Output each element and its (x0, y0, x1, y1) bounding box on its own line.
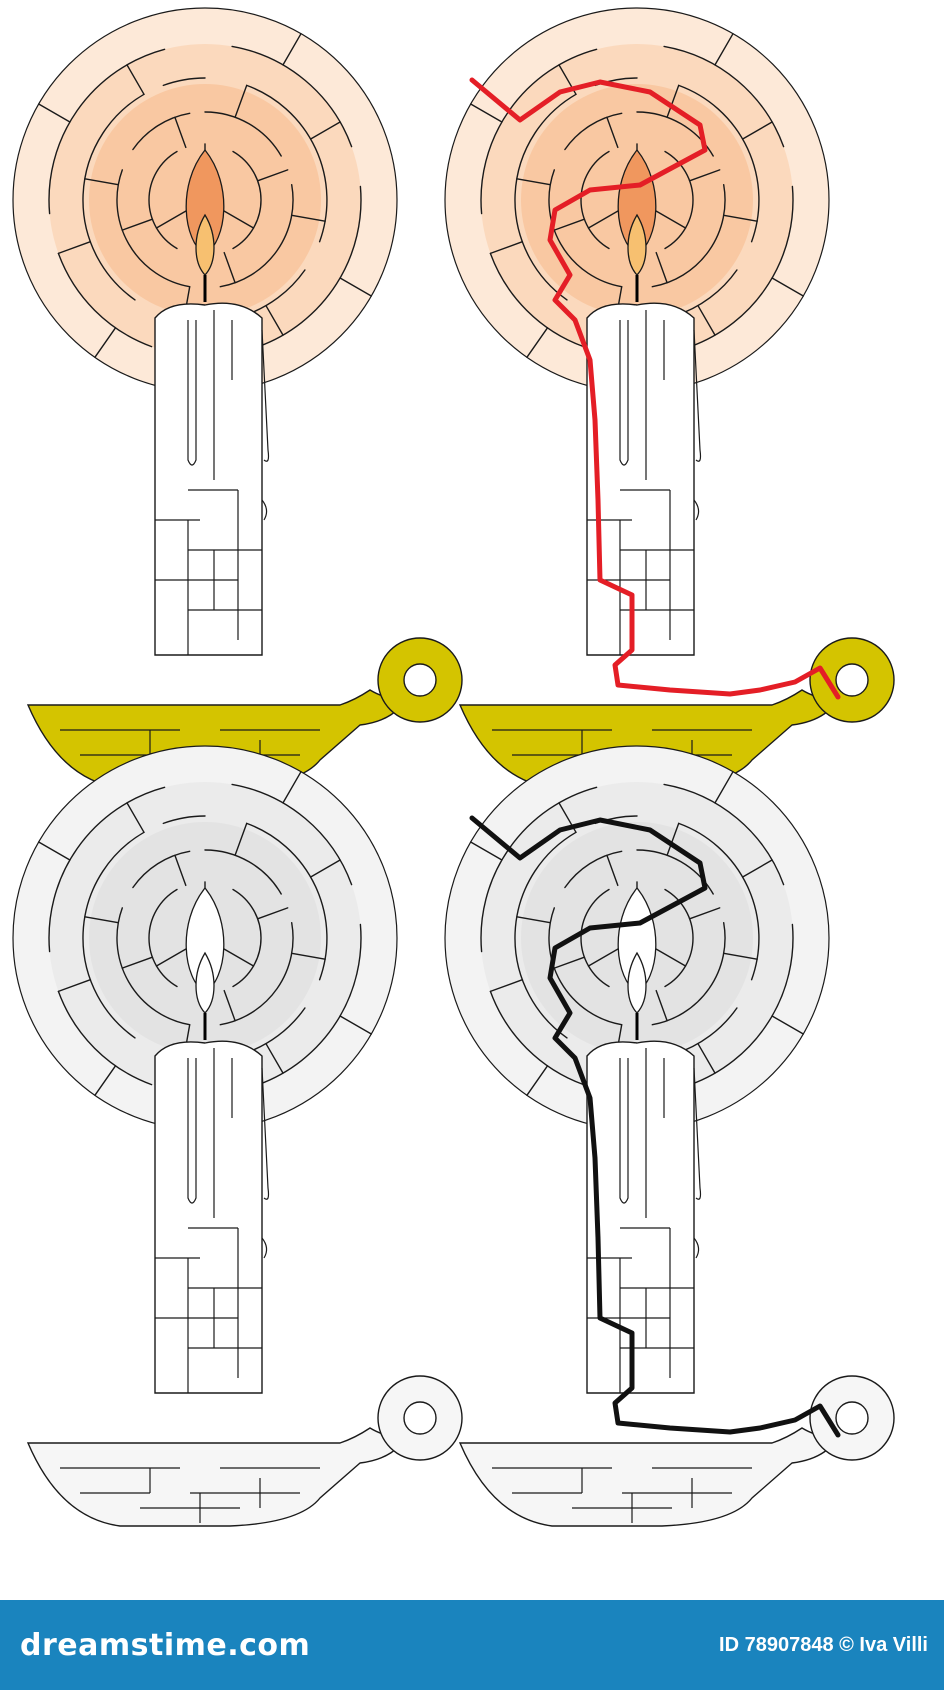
maze-gray-unsolved (12, 745, 463, 1527)
holder-dish (26, 1427, 411, 1527)
candle-body (586, 302, 695, 656)
maze-walls (38, 771, 372, 1096)
holder-handle-hole (835, 663, 869, 697)
footer-bar: dreamstime.com ID 78907848 © Iva Villi (0, 1600, 944, 1690)
holder-dish (458, 1427, 843, 1527)
candle-maze-walls (155, 1227, 262, 1393)
dish-maze-walls (60, 1467, 320, 1523)
candle-body (154, 1040, 263, 1394)
maze-gray-solved (444, 745, 895, 1527)
solution-path (469, 815, 841, 1438)
image-credit: ID 78907848 © Iva Villi (719, 1633, 928, 1656)
wax-drips (187, 310, 270, 521)
dish-maze-walls (492, 1467, 752, 1523)
candle-body (154, 302, 263, 656)
maze-colored-unsolved (12, 7, 463, 789)
wax-drips (619, 1048, 702, 1259)
holder-handle-hole (835, 1401, 869, 1435)
solution-path (469, 77, 841, 700)
candle-maze-walls (155, 489, 262, 655)
wax-drips (619, 310, 702, 521)
holder-handle-hole (403, 1401, 437, 1435)
maze-walls (38, 33, 372, 358)
candle-body (586, 1040, 695, 1394)
wax-drips (187, 1048, 270, 1259)
maze-colored-solved (444, 7, 895, 789)
maze-artwork (12, 7, 895, 1527)
holder-handle-hole (403, 663, 437, 697)
dreamstime-logo[interactable]: dreamstime.com (20, 1627, 311, 1663)
